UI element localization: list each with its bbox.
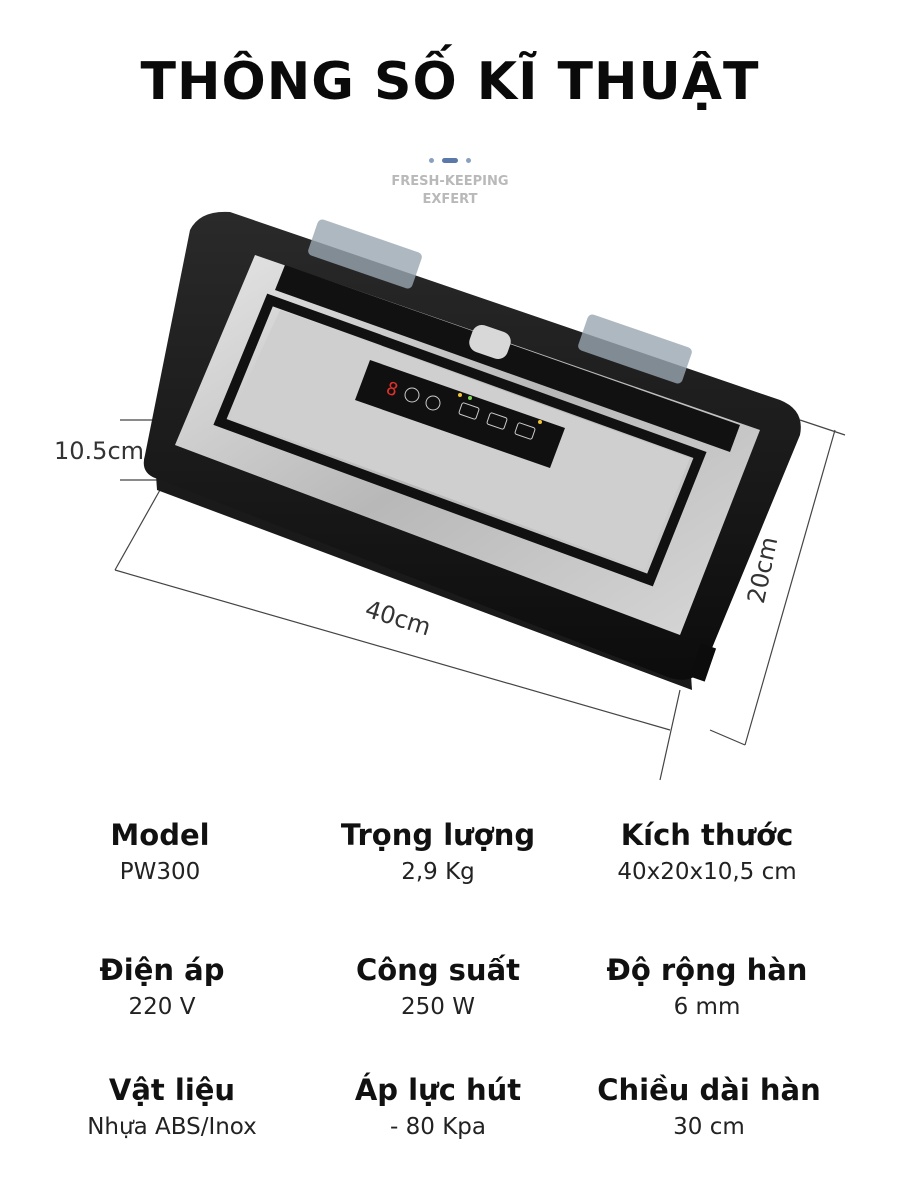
spec-weight: Trọng lượng 2,9 Kg [288,815,588,889]
brand-subtitle-line2: EXFERT [422,192,478,207]
page-title: THÔNG SỐ KĨ THUẬT [140,52,760,112]
spec-value: PW300 [119,859,201,885]
spec-seal-width: Độ rộng hàn 6 mm [557,950,857,1024]
spec-model: Model PW300 [10,815,310,889]
spec-power: Công suất 250 W [288,950,588,1024]
spec-seal-length: Chiều dài hàn 30 cm [559,1070,859,1144]
spec-value: 220 V [128,994,196,1020]
spec-label: Model [110,818,210,852]
dimension-lines [114,419,846,781]
spec-label: Áp lực hút [354,1073,522,1107]
spec-voltage: Điện áp 220 V [12,950,312,1024]
decorative-dots [0,150,900,169]
spec-material: Vật liệu Nhựa ABS/Inox [22,1070,322,1144]
spec-value: 2,9 Kg [401,859,475,885]
spec-label: Độ rộng hàn [606,953,808,987]
brand-subtitle: FRESH-KEEPING EXFERT [0,173,900,209]
spec-label: Chiều dài hàn [597,1073,821,1107]
product-image: 8 [114,211,846,781]
spec-value: 30 cm [673,1114,745,1140]
spec-label: Điện áp [99,953,225,987]
spec-label: Trọng lượng [340,818,536,852]
spec-value: 250 W [401,994,475,1020]
spec-label: Kích thước [620,818,794,852]
height-dimension-label: 10.5cm [54,437,145,465]
spec-suction-pressure: Áp lực hút - 80 Kpa [288,1070,588,1144]
spec-value: - 80 Kpa [390,1114,486,1140]
spec-value: Nhựa ABS/Inox [87,1114,257,1140]
spec-value: 40x20x10,5 cm [617,859,797,885]
spec-value: 6 mm [673,994,741,1020]
spec-dimensions: Kích thước 40x20x10,5 cm [557,815,857,889]
spec-label: Công suất [355,953,521,987]
spec-label: Vật liệu [108,1073,236,1107]
brand-subtitle-line1: FRESH-KEEPING [391,174,509,189]
